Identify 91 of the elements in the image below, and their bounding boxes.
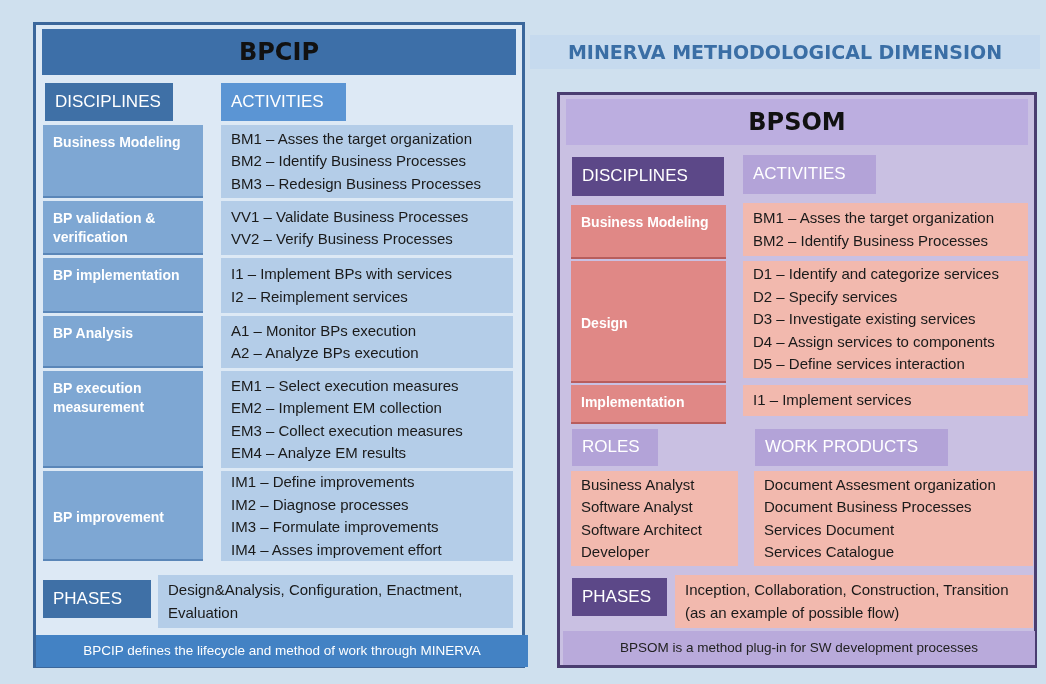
label-text: ACTIVITIES — [753, 163, 847, 186]
discipline-cell — [571, 385, 726, 424]
label-text: BP Analysis — [53, 324, 135, 343]
list-item: Business Analyst — [581, 474, 696, 495]
list-item: D1 – Identify and categorize services — [753, 264, 1000, 285]
section-heading — [45, 83, 173, 121]
label-text: DISCIPLINES — [582, 165, 689, 188]
section-heading — [743, 155, 876, 194]
discipline-cell — [43, 258, 203, 313]
label-text: Implementation — [581, 393, 686, 412]
roles-cell — [571, 471, 738, 566]
section-heading — [221, 83, 346, 121]
list-item: EM1 – Select execution measures — [231, 375, 460, 396]
list-item: IM2 – Diagnose processes — [231, 494, 410, 515]
discipline-cell — [43, 125, 203, 198]
label-text: Business Modeling — [581, 213, 710, 232]
list-item: VV2 – Verify Business Processes — [231, 229, 454, 249]
discipline-cell — [571, 205, 726, 259]
list-item: Developer — [581, 542, 651, 562]
list-item: EM2 – Implement EM collection — [231, 398, 443, 418]
label-text: DISCIPLINES — [55, 90, 162, 113]
list-item: BM2 – Identify Business Processes — [753, 230, 990, 251]
list-item: EM3 – Collect execution measures — [231, 420, 464, 441]
list-item: Design&Analysis, Configuration, Enactment, Evaluation — [168, 580, 464, 623]
section-heading — [572, 429, 658, 466]
label-text: PHASES — [582, 585, 652, 608]
activity-cell — [221, 316, 513, 368]
list-item: I2 – Reimplement services — [231, 286, 409, 307]
label-text: BP improvement — [53, 507, 165, 527]
list-item: Services Catalogue — [764, 542, 896, 562]
label-text: BPCIP defines the lifecycle and method of work through MINERVA — [82, 641, 482, 660]
list-item: Document Assesment organization — [764, 474, 997, 495]
discipline-cell — [43, 316, 203, 368]
footer-band — [563, 631, 1035, 665]
activity-cell — [221, 201, 513, 255]
list-item: A2 – Analyze BPs execution — [231, 343, 420, 363]
discipline-cell — [571, 261, 726, 383]
list-item: Software Analyst — [581, 497, 694, 517]
label-text: BP validation & verification — [53, 209, 157, 247]
activity-cell — [221, 125, 513, 198]
discipline-cell — [43, 201, 203, 255]
section-heading — [572, 157, 724, 196]
discipline-cell — [43, 471, 203, 561]
label-text: PHASES — [53, 587, 123, 610]
label-text: Design — [581, 313, 629, 333]
section-heading — [755, 429, 948, 466]
panel-heading: BPCIP — [42, 29, 516, 75]
label-text: ROLES — [582, 436, 641, 459]
label-text: BPSOM is a method plug-in for SW development processes — [619, 638, 979, 657]
bpcip-panel — [33, 22, 525, 668]
discipline-cell — [43, 371, 203, 468]
activity-cell — [743, 385, 1028, 416]
list-item: D5 – Define services interaction — [753, 354, 966, 375]
list-item: Inception, Collaboration, Construction, Transition (as an example of possible flow) — [685, 580, 1010, 623]
section-heading — [43, 580, 151, 618]
list-item: Services Document — [764, 519, 896, 540]
label-text: Business Modeling — [53, 133, 182, 152]
list-item: IM3 – Formulate improvements — [231, 517, 440, 537]
list-item: Software Architect — [581, 519, 703, 540]
label-text: BP implementation — [53, 266, 181, 285]
bpsom-panel — [557, 92, 1037, 668]
section-heading — [572, 578, 667, 616]
panel-heading: BPSOM — [566, 99, 1028, 145]
label-text: BP execution measurement — [53, 379, 146, 417]
work-products-cell — [754, 471, 1033, 566]
activity-cell — [221, 471, 513, 561]
list-item: BM2 – Identify Business Processes — [231, 151, 468, 172]
activity-cell — [221, 371, 513, 468]
activity-cell — [743, 203, 1028, 256]
list-item: A1 – Monitor BPs execution — [231, 320, 418, 341]
phases-cell — [675, 575, 1033, 628]
label-text: WORK PRODUCTS — [765, 436, 919, 459]
list-item: D2 – Specify services — [753, 286, 899, 307]
phases-cell — [158, 575, 513, 628]
list-item: I1 – Implement services — [753, 390, 913, 411]
list-item: IM1 – Define improvements — [231, 472, 416, 492]
activity-cell — [221, 258, 513, 313]
list-item: IM4 – Asses improvement effort — [231, 539, 443, 560]
list-item: BM3 – Redesign Business Processes — [231, 173, 483, 194]
title-band: MINERVA METHODOLOGICAL DIMENSION — [530, 35, 1040, 69]
list-item: D4 – Assign services to components — [753, 331, 996, 352]
list-item: BM1 – Asses the target organization — [231, 128, 473, 149]
list-item: Document Business Processes — [764, 497, 973, 517]
activity-cell — [743, 261, 1028, 378]
footer-band — [36, 635, 528, 667]
list-item: EM4 – Analyze EM results — [231, 443, 408, 463]
list-item: I1 – Implement BPs with services — [231, 264, 453, 284]
list-item: VV1 – Validate Business Processes — [231, 206, 470, 227]
list-item: BM1 – Asses the target organization — [753, 208, 995, 228]
list-item: D3 – Investigate existing services — [753, 309, 977, 330]
label-text: ACTIVITIES — [231, 90, 325, 113]
